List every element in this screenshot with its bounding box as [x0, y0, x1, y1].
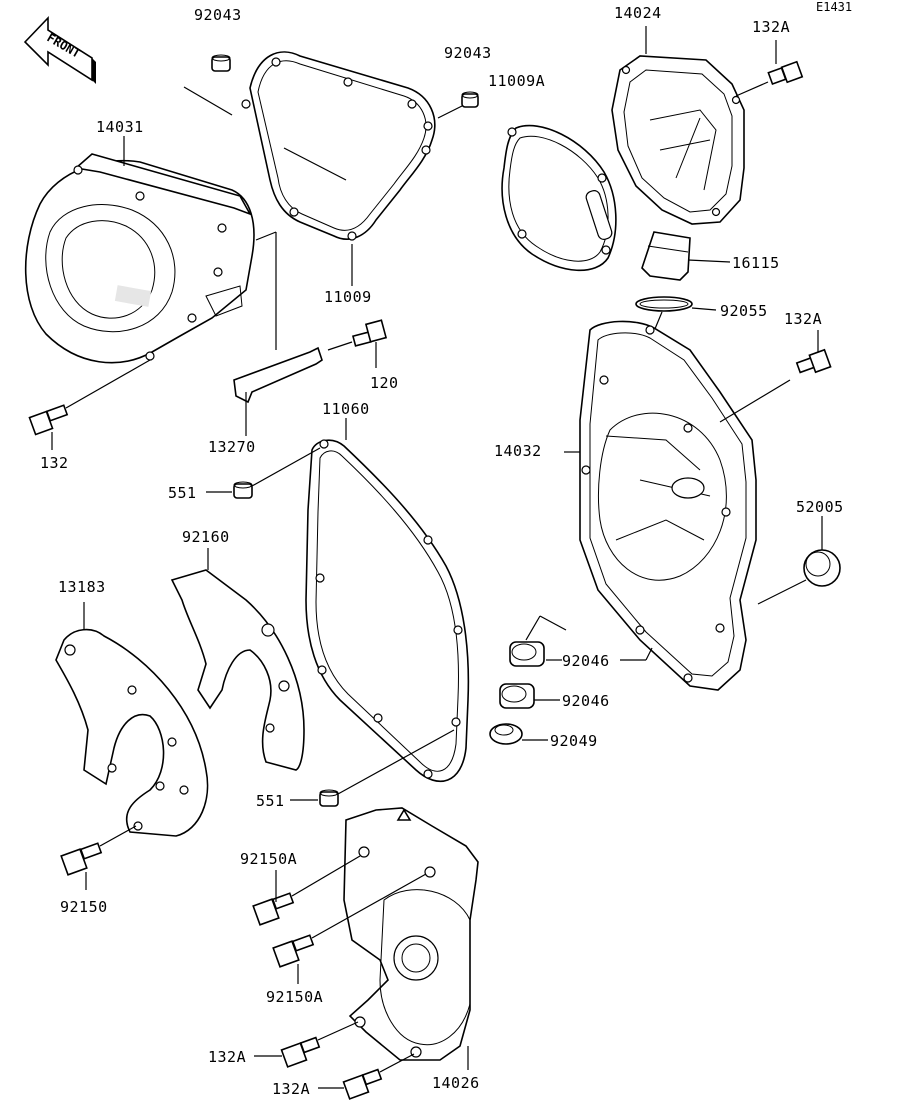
label-52005: 52005 [796, 498, 844, 516]
label-16115: 16115 [732, 254, 780, 272]
front-arrow-icon: FRONT [23, 16, 96, 84]
bolt-92150 [60, 825, 137, 890]
label-551-top: 551 [168, 484, 197, 502]
label-92150A-top: 92150A [240, 850, 297, 868]
label-92049: 92049 [550, 732, 598, 750]
label-132A-bottom-1: 132A [208, 1048, 246, 1066]
o-ring-92055 [635, 296, 717, 337]
label-92043-left: 92043 [194, 6, 242, 24]
bearing-92049 [489, 723, 548, 745]
bolt-132A-bottom-2 [318, 1053, 415, 1100]
guard-13183 [55, 602, 209, 837]
label-14032: 14032 [494, 442, 542, 460]
gasket-11009 [241, 51, 436, 286]
plate-92160 [170, 548, 305, 771]
label-14026: 14026 [432, 1074, 480, 1092]
bolt-132 [28, 359, 151, 450]
label-92043-right: 92043 [444, 44, 492, 62]
oil-seal-52005 [757, 516, 841, 605]
part-labels: 92043 14024 132A 92043 11009A 14031 1611… [40, 4, 844, 1098]
bearing-92046-bottom [499, 683, 560, 709]
label-13183: 13183 [58, 578, 106, 596]
label-132A-top: 132A [752, 18, 790, 36]
label-132: 132 [40, 454, 69, 472]
dowel-pin-92043-right [437, 91, 479, 119]
label-92160: 92160 [182, 528, 230, 546]
cover-14024 [611, 26, 745, 225]
bearing-92046-top [509, 615, 653, 667]
gasket-11009A [501, 124, 617, 272]
bolt-92150A-bottom [272, 873, 427, 984]
label-92055: 92055 [720, 302, 768, 320]
label-92046-bottom: 92046 [562, 692, 610, 710]
bolt-132A-top [735, 40, 804, 97]
gasket-11060 [305, 418, 470, 783]
label-11009A: 11009A [488, 72, 545, 90]
bolt-132A-bottom-1 [254, 1021, 359, 1068]
label-92150A-bottom: 92150A [266, 988, 323, 1006]
label-92150: 92150 [60, 898, 108, 916]
dowel-551-top [206, 447, 321, 499]
label-14031: 14031 [96, 118, 144, 136]
label-11060: 11060 [322, 400, 370, 418]
bolt-92150A-top [252, 855, 361, 926]
cover-14032 [564, 320, 791, 691]
bolt-120 [327, 319, 388, 368]
label-551-bottom: 551 [256, 792, 285, 810]
label-14024: 14024 [614, 4, 662, 22]
bracket-13270 [233, 346, 323, 436]
label-132A-mid: 132A [784, 310, 822, 328]
dowel-pin-92043-left [183, 54, 233, 116]
label-11009: 11009 [324, 288, 372, 306]
label-120: 120 [370, 374, 399, 392]
cap-16115 [641, 231, 731, 281]
label-132A-bottom-2: 132A [272, 1080, 310, 1098]
bolt-132A-mid [795, 330, 832, 374]
cover-14031 [24, 136, 277, 364]
label-92046-top: 92046 [562, 652, 610, 670]
label-13270: 13270 [208, 438, 256, 456]
cover-14026 [343, 807, 479, 1070]
diagram-code: E1431 [816, 0, 852, 14]
dowel-551-bottom [290, 729, 455, 807]
